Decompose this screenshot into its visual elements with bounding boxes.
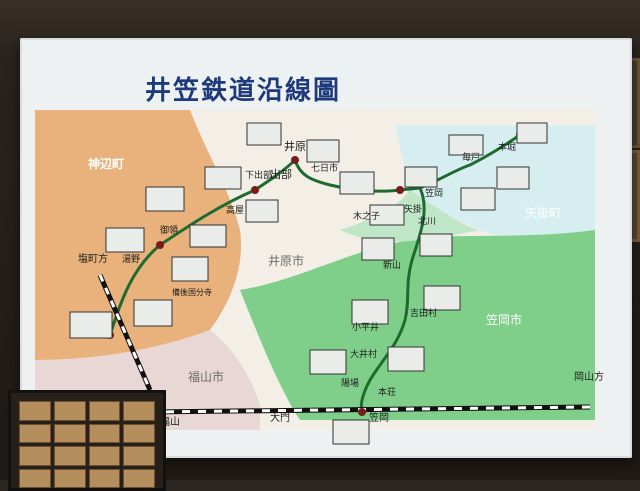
label-kasaoka-station: 笠岡 (369, 411, 389, 424)
station-dot (291, 156, 299, 164)
map-base (35, 110, 595, 430)
region-label-yakage: 矢掛町 (525, 205, 561, 220)
station-label-bitchu-oda: 矢掛 (404, 203, 422, 215)
station-photo (369, 204, 405, 226)
station-photo (171, 256, 209, 282)
station-label-takaya: 高屋 (226, 204, 244, 216)
map-title: 井笠鉄道沿線圖 (145, 76, 342, 106)
fukuen-line-dash (98, 274, 152, 391)
station-photo (516, 122, 548, 144)
station-label-bingo-kokubunji: 備後国分寺 (172, 287, 212, 297)
station-label-yoshidamura: 吉田村 (410, 307, 437, 319)
ticket (88, 423, 121, 443)
station-photos (69, 122, 548, 445)
station-label-kitagawa: 北川 (418, 216, 436, 227)
ticket (88, 446, 121, 466)
station-label-shimo-izube: 下出部 (245, 169, 272, 181)
station-photo (309, 349, 347, 375)
station-dot (396, 186, 404, 194)
ticket (19, 446, 51, 466)
station-photo (404, 166, 438, 188)
station-photo (306, 139, 340, 163)
station-photo (189, 224, 227, 248)
region-label-kannabe: 神辺町 (88, 156, 124, 171)
station-photo (460, 187, 496, 211)
station-label-kinoko: 木之子 (353, 210, 380, 222)
display-case (8, 390, 166, 491)
ticket (123, 446, 155, 466)
ticket-grid (19, 401, 155, 488)
station-label-yakage: 本堀 (498, 141, 516, 153)
label-shiomachi: 塩町方 (78, 252, 108, 265)
station-photo (339, 171, 375, 195)
station-label-kobirai: 小平井 (352, 321, 379, 333)
station-photo (245, 199, 279, 223)
station-photo (246, 122, 282, 146)
ticket (88, 468, 121, 488)
ticket (19, 401, 51, 421)
ticket (19, 423, 51, 443)
station-dot (358, 408, 366, 416)
station-label-honbori: 毎戸 (462, 151, 480, 163)
ticket (53, 423, 86, 443)
ticket (123, 401, 155, 421)
ticket (123, 423, 155, 443)
ticket (53, 468, 86, 488)
region-label-ibara: 井原市 (268, 253, 304, 268)
station-label-hiba: 陽場 (341, 377, 359, 389)
label-okayama: 岡山方 (574, 370, 604, 383)
station-label-maido: 笠岡 (425, 187, 443, 199)
station-photo (448, 134, 484, 156)
station-photo (69, 311, 113, 339)
station-label-niiyama: 新山 (383, 259, 401, 271)
station-label-oimura: 大井村 (350, 348, 377, 360)
station-label-goryo: 御領 (160, 224, 178, 236)
ticket (88, 401, 121, 421)
ticket (19, 468, 51, 488)
station-photo (204, 166, 242, 190)
station-photo (133, 299, 173, 327)
ticket (53, 401, 86, 421)
station-dot (251, 186, 259, 194)
station-photo (496, 166, 530, 190)
ticket (53, 446, 86, 466)
label-daimon-station: 大門 (270, 411, 290, 424)
sanyo-line (149, 404, 591, 415)
station-label-yuno: 湯野 (122, 254, 140, 265)
region-yakage (395, 125, 595, 242)
ticket (123, 468, 155, 488)
station-label-honjo: 本荘 (378, 386, 396, 398)
station-photo (423, 285, 461, 311)
station-label-izube: 出部 (270, 167, 292, 181)
station-dot (156, 241, 164, 249)
railway-map: 神辺町 井原市 矢掛町 笠岡市 福山市 塩町方 岡山方 井原 出部 下出部 高屋… (35, 110, 604, 445)
region-label-fukuyama: 福山市 (188, 369, 224, 384)
station-photo (387, 346, 425, 372)
station-photo (361, 237, 395, 261)
station-label-nanokaichi: 七日市 (311, 162, 338, 174)
station-photo (419, 233, 453, 257)
station-photo (105, 227, 145, 253)
region-kasaoka-light (340, 190, 480, 242)
station-photo (351, 299, 389, 325)
region-label-kasaoka: 笠岡市 (486, 312, 522, 327)
map-labels: 神辺町 井原市 矢掛町 笠岡市 福山市 塩町方 岡山方 井原 出部 下出部 高屋… (78, 139, 604, 428)
station-label-ibara: 井原 (284, 139, 306, 153)
station-photo (145, 186, 185, 212)
station-photo (332, 419, 370, 445)
